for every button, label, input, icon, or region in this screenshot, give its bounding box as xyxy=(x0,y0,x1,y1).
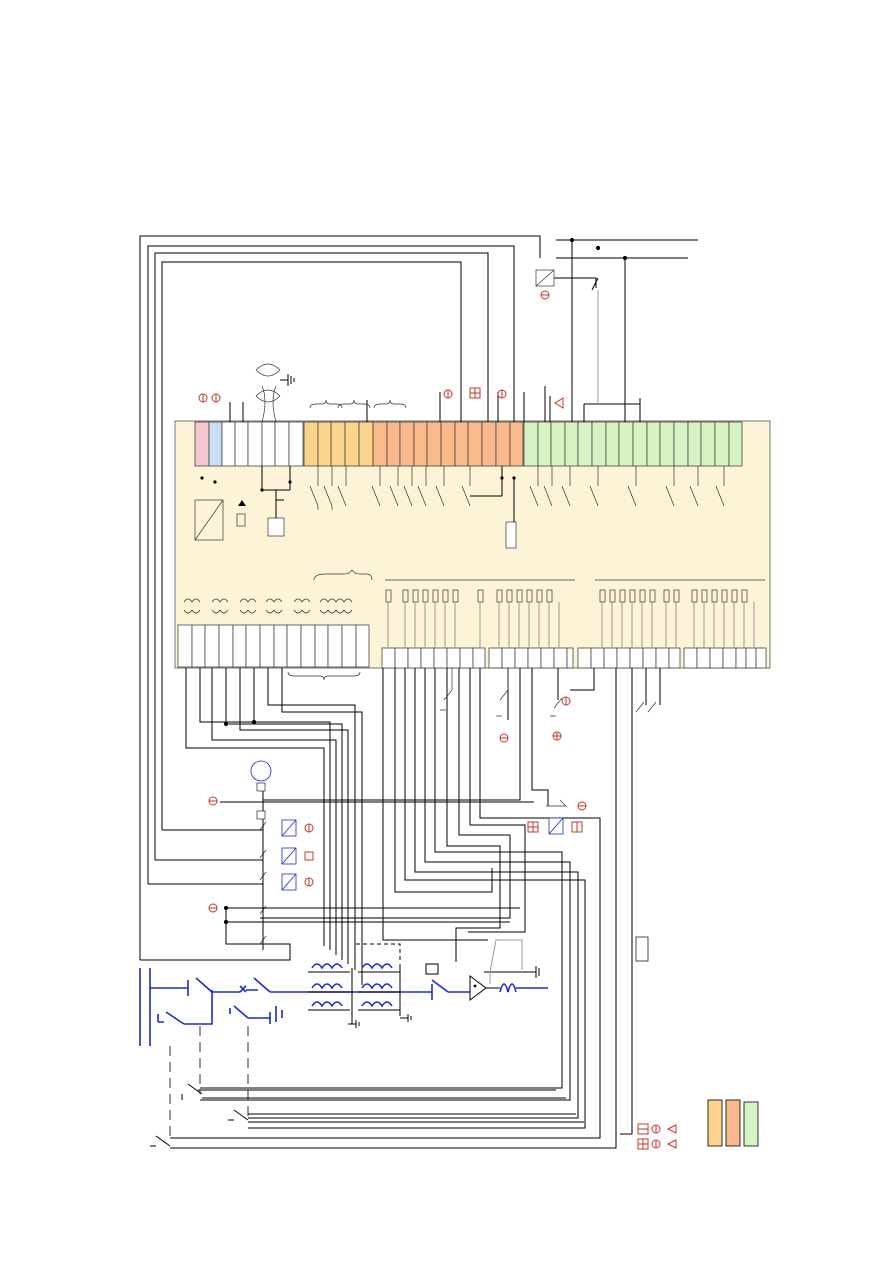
left-feed-wires xyxy=(140,785,534,961)
signal-symbols-top xyxy=(198,290,564,409)
busbar xyxy=(139,968,151,1046)
relay-icon xyxy=(200,466,517,549)
bracket-lower xyxy=(287,671,361,681)
supply-bus xyxy=(545,237,698,422)
amplifier-icon xyxy=(469,939,548,1001)
circuit-breaker-icon xyxy=(150,977,470,1025)
terminal-cell-blue xyxy=(208,421,223,467)
bracket-marks xyxy=(309,399,407,409)
bottom-terminal-row xyxy=(177,624,767,669)
power-supply-icon xyxy=(194,499,246,541)
top-terminal-row xyxy=(194,421,743,467)
terminal-cells-yellow xyxy=(303,421,374,467)
relay-coils-left xyxy=(281,817,564,891)
disconnector-contacts xyxy=(150,963,584,1147)
twisted-pair-icon xyxy=(255,363,281,423)
legend xyxy=(707,1099,759,1147)
top-stub-wires xyxy=(229,386,551,422)
lower-harness xyxy=(170,668,661,1149)
dashed-linkages xyxy=(169,1026,249,1140)
terminal-cells-white xyxy=(221,421,304,467)
terminal-cells-orange xyxy=(372,421,524,467)
board-drop-wires xyxy=(387,602,755,648)
signal-symbols-lower xyxy=(208,696,677,1150)
meter-icon xyxy=(250,760,272,820)
legend-swatch-yellow xyxy=(707,1099,723,1147)
outer-wire-loops xyxy=(139,235,541,960)
current-transformer-icon xyxy=(183,569,373,614)
terminal-cells-green xyxy=(523,421,743,467)
fuse-array xyxy=(385,579,765,603)
switch-icon xyxy=(259,668,657,945)
coil-icon xyxy=(535,269,555,287)
legend-swatch-green xyxy=(743,1101,759,1147)
ground-icon xyxy=(280,374,295,386)
terminal-cell-pink xyxy=(194,421,210,467)
legend-swatch-orange xyxy=(725,1099,741,1147)
internal-contacts xyxy=(309,466,725,510)
terminal-box xyxy=(635,936,649,962)
ct-bank xyxy=(308,943,412,1028)
